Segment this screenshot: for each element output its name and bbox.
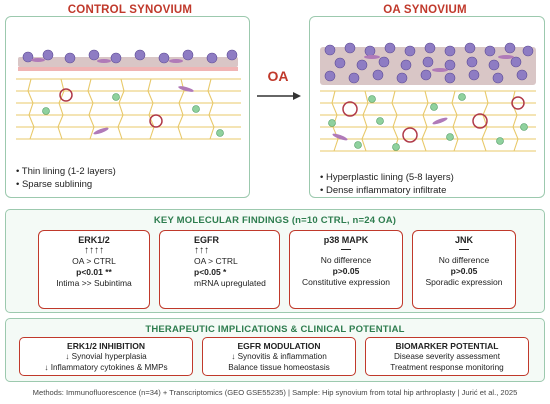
control-vessel [149,114,163,128]
finding-card-stat: p<0.05 * [194,267,227,277]
finding-card-note: Constitutive expression [302,277,390,287]
therapeutic-card-line: ↓ Synovitis & inflammation [231,352,327,361]
therapeutic-title: THERAPEUTIC IMPLICATIONS & CLINICAL POTE… [145,324,405,335]
finding-card-title: EGFR [194,235,220,245]
no-change-dash-icon: — [341,244,351,255]
finding-card-line: No difference [320,255,372,265]
up-arrows-icon: ↑↑↑↑ [84,245,104,256]
finding-card-note: mRNA upregulated [194,278,266,288]
therapeutic-card-line: Balance tissue homeostasis [228,362,330,372]
therapeutic-card-biomarker: BIOMARKER POTENTIAL Disease severity ass… [365,337,529,376]
finding-card-line: OA > CTRL [194,256,238,266]
control-bullets: Thin lining (1-2 layers) Sparse sublinin… [16,166,116,191]
control-synovium-panel: Thin lining (1-2 layers) Sparse sublinin… [5,16,250,198]
findings-title: KEY MOLECULAR FINDINGS (n=10 CTRL, n=24 … [153,215,397,226]
oa-title: OA SYNOVIUM [383,4,467,16]
finding-card-title: JNK [454,235,473,245]
finding-card-erk: ERK1/2 ↑↑↑↑ OA > CTRL p<0.01 ** Intima >… [38,230,150,309]
therapeutic-card-erk: ERK1/2 INHIBITION ↓ Synovial hyperplasia… [19,337,193,376]
control-lining-layer [18,49,238,71]
therapeutic-card-title: EGFR MODULATION [237,341,321,351]
finding-card-line: OA > CTRL [72,256,116,266]
control-adipose-network [16,78,241,140]
oa-transition-label: OA [267,68,289,84]
control-title: CONTROL SYNOVIUM [67,4,193,16]
therapeutic-card-line: Treatment response monitoring [390,362,504,372]
control-tissue-illustration [16,49,241,140]
oa-synovium-panel: Hyperplastic lining (5-8 layers) Dense i… [309,16,545,198]
control-vessel [59,88,73,102]
finding-card-egfr: EGFR ↑↑↑ OA > CTRL p<0.05 * mRNA upregul… [159,230,280,309]
oa-vessel [342,101,358,117]
therapeutic-card-title: BIOMARKER POTENTIAL [395,341,499,351]
oa-vessel [472,113,488,129]
finding-card-stat: p>0.05 [450,266,478,276]
finding-card-line: No difference [438,255,490,265]
oa-bullet: Dense inflammatory infiltrate [320,185,454,198]
therapeutic-card-title: ERK1/2 INHIBITION [67,341,145,351]
therapeutic-card-line: ↓ Synovial hyperplasia [65,352,147,361]
finding-card-note: Intima >> Subintima [56,278,132,288]
up-arrows-icon: ↑↑↑ [194,245,209,256]
finding-card-stat: p>0.05 [332,266,360,276]
oa-tissue-illustration [320,42,536,152]
finding-card-title: ERK1/2 [78,235,110,245]
finding-card-p38: p38 MAPK — No difference p>0.05 Constitu… [289,230,403,309]
oa-lining-layer [320,42,536,85]
finding-card-note: Sporadic expression [425,277,503,287]
therapeutic-card-line: ↓ Inflammatory cytokines & MMPs [44,362,168,372]
oa-vessel [511,96,525,110]
right-arrow-icon [257,92,301,100]
finding-card-jnk: JNK — No difference p>0.05 Sporadic expr… [412,230,516,309]
therapeutic-section: THERAPEUTIC IMPLICATIONS & CLINICAL POTE… [5,318,545,382]
findings-section: KEY MOLECULAR FINDINGS (n=10 CTRL, n=24 … [5,209,545,313]
oa-bullets: Hyperplastic lining (5-8 layers) Dense i… [320,172,454,197]
finding-card-title: p38 MAPK [323,235,369,245]
control-bullet: Sparse sublining [16,179,116,192]
methods-footer: Methods: Immunofluorescence (n=34) + Tra… [32,388,518,397]
finding-card-stat: p<0.01 ** [76,267,112,277]
no-change-dash-icon: — [459,244,469,255]
control-bullet: Thin lining (1-2 layers) [16,166,116,179]
oa-vessel [402,127,418,143]
therapeutic-card-egfr: EGFR MODULATION ↓ Synovitis & inflammati… [202,337,356,376]
oa-bullet: Hyperplastic lining (5-8 layers) [320,172,454,185]
therapeutic-card-line: Disease severity assessment [393,352,501,361]
